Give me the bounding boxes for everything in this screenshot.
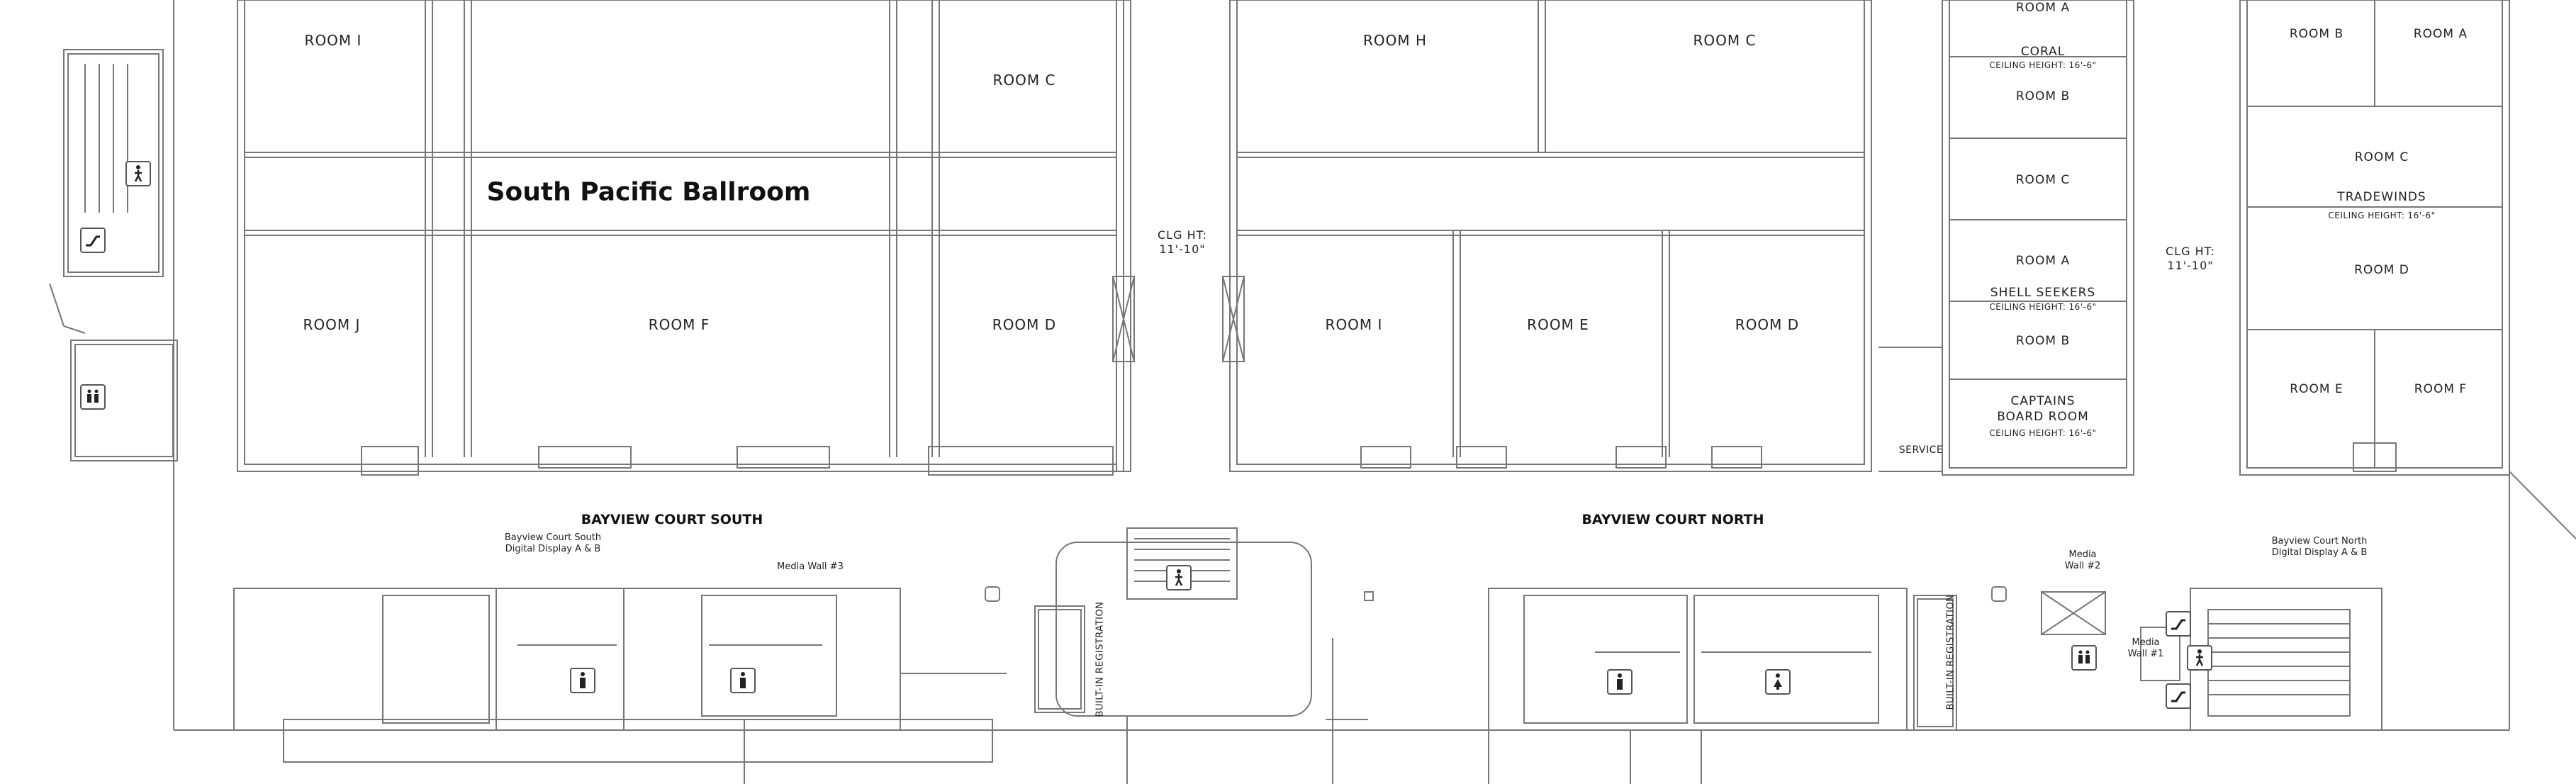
service-label: SERVICE — [1898, 444, 1944, 456]
ballroom-room-f: ROOM F — [648, 316, 710, 333]
shell-seekers-room-a: ROOM A — [2015, 254, 2071, 268]
south-display-line2: Digital Display A & B — [505, 544, 601, 554]
restroom-men-icon — [730, 668, 756, 693]
ceiling-height-left-value: 11'-10" — [1159, 242, 1206, 256]
media-wall-1-line1: Media — [2132, 637, 2160, 648]
shell-seekers-room-b: ROOM B — [2015, 334, 2071, 348]
south-digital-display: Bayview Court South Digital Display A & … — [505, 532, 601, 555]
north-digital-display: Bayview Court North Digital Display A & … — [2272, 536, 2368, 559]
shell-seekers-name: SHELL SEEKERS — [1990, 286, 2096, 300]
center-room-c: ROOM C — [1693, 32, 1757, 49]
tradewinds-name: TRADEWINDS — [2337, 190, 2426, 204]
building-outline — [173, 0, 2576, 731]
elevator-icon — [80, 384, 106, 410]
center-room-h: ROOM H — [1362, 32, 1428, 49]
center-room-i: ROOM I — [1325, 316, 1383, 333]
ballroom-walls — [237, 0, 1135, 476]
north-service-block — [1326, 588, 1957, 784]
escalator-icon — [2166, 611, 2191, 637]
south-display-line1: Bayview Court South — [504, 532, 602, 543]
captains-ceiling: CEILING HEIGHT: 16'-6" — [1989, 428, 2097, 438]
media-wall-2-line2: Wall #2 — [2064, 561, 2101, 571]
stairs-icon — [125, 161, 151, 186]
ceiling-height-right-value: 11'-10" — [2167, 259, 2214, 272]
tradewinds-room-f: ROOM F — [2414, 382, 2468, 396]
center-room-e: ROOM E — [1527, 316, 1589, 333]
escalator-icon — [2166, 683, 2191, 709]
ballroom-room-i: ROOM I — [304, 32, 362, 49]
tradewinds-ceiling: CEILING HEIGHT: 16'-6" — [2328, 211, 2436, 220]
registration-left: BUILT-IN REGISTRATION — [1094, 601, 1106, 717]
coral-name: CORAL — [2020, 45, 2066, 59]
ceiling-height-right-label: CLG HT: — [2165, 245, 2216, 258]
stairs-icon — [1166, 565, 1192, 590]
ballroom-room-d: ROOM D — [992, 316, 1057, 333]
bayview-court-south: BAYVIEW COURT SOUTH — [581, 512, 763, 527]
ballroom-room-j: ROOM J — [303, 316, 361, 333]
ceiling-height-right: CLG HT: 11'-10" — [2166, 245, 2215, 273]
media-wall-1-line2: Wall #1 — [2127, 649, 2164, 659]
north-display-line1: Bayview Court North — [2271, 536, 2368, 547]
restroom-women-icon — [1765, 669, 1791, 695]
coral-ceiling: CEILING HEIGHT: 16'-6" — [1989, 60, 2097, 70]
coral-room-b: ROOM B — [2015, 89, 2071, 103]
center-room-d: ROOM D — [1735, 316, 1800, 333]
coral-column-walls — [1878, 0, 2134, 476]
ballroom-title: South Pacific Ballroom — [486, 177, 811, 207]
captains-name-1: CAPTAINS — [2010, 394, 2076, 408]
coral-room-a: ROOM A — [2015, 1, 2071, 15]
escalator-icon — [80, 228, 106, 253]
coral-room-c: ROOM C — [2015, 173, 2071, 187]
stairs-icon — [2187, 645, 2212, 671]
ceiling-height-left-label: CLG HT: — [1157, 228, 1208, 242]
bayview-court-north: BAYVIEW COURT NORTH — [1581, 512, 1764, 527]
media-wall-3: Media Wall #3 — [777, 561, 844, 572]
shell-seekers-ceiling: CEILING HEIGHT: 16'-6" — [1989, 302, 2097, 312]
captains-name-2: BOARD ROOM — [1997, 410, 2089, 424]
registration-right: BUILT-IN REGISTRATION — [1945, 594, 1956, 710]
north-display-line2: Digital Display A & B — [2271, 547, 2368, 558]
restroom-men-icon — [570, 668, 595, 693]
restroom-men-icon — [1607, 669, 1633, 695]
elevator-icon — [2071, 645, 2097, 671]
media-wall-1: Media Wall #1 — [2128, 637, 2164, 660]
tradewinds-room-e: ROOM E — [2290, 382, 2343, 396]
ceiling-height-left: CLG HT: 11'-10" — [1158, 228, 1207, 257]
south-service-block — [233, 588, 1007, 784]
tradewinds-walls — [2239, 0, 2510, 476]
tradewinds-room-d: ROOM D — [2354, 263, 2409, 277]
left-core — [49, 49, 178, 461]
media-wall-2: Media Wall #2 — [2065, 549, 2101, 572]
tradewinds-room-b: ROOM B — [2289, 27, 2344, 41]
center-block-walls — [1222, 0, 1872, 472]
tradewinds-room-a: ROOM A — [2413, 27, 2468, 41]
tradewinds-room-c: ROOM C — [2354, 150, 2409, 164]
media-wall-2-line1: Media — [2068, 549, 2097, 560]
ballroom-room-c: ROOM C — [992, 72, 1056, 89]
